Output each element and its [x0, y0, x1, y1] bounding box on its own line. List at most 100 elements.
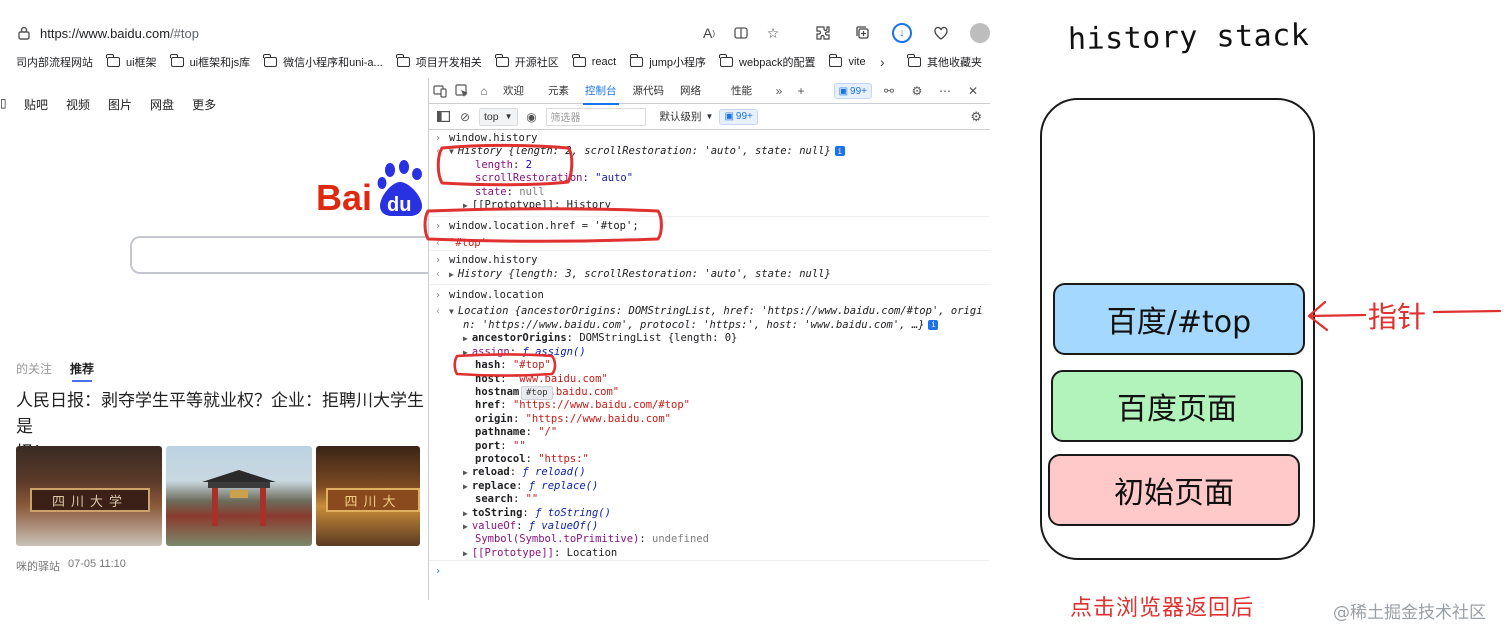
expanded-triangle-icon[interactable]: ▼ — [449, 147, 454, 157]
prop-key: assign — [471, 345, 510, 358]
context-select[interactable]: top▼ — [479, 107, 518, 126]
tab-sources[interactable]: 源代码 — [632, 85, 665, 97]
bookmark-folder[interactable]: ui框架和js库 — [169, 54, 250, 70]
levels-issues-badge[interactable]: ▣99+ — [719, 108, 758, 125]
console-prop[interactable]: ▶toString: ƒ toString() — [463, 506, 611, 519]
bookmark-folder[interactable]: webpack的配置 — [719, 54, 815, 70]
nav-item[interactable]: ▯ — [0, 96, 6, 110]
info-icon: i — [928, 319, 939, 330]
levels-dropdown[interactable]: 默认级别▼ — [660, 109, 714, 124]
console-result-line[interactable]: ‹▼History {length: 2, scrollRestoration:… — [429, 145, 990, 158]
console-text: n: 'https://www.baidu.com', protocol: 'h… — [463, 318, 925, 331]
live-expression-eye-icon[interactable]: ◉ — [526, 109, 537, 124]
collapsed-triangle-icon[interactable]: ▶ — [463, 201, 468, 211]
bookmark-folder[interactable]: ui框架 — [106, 54, 157, 70]
collapsed-triangle-icon[interactable]: ▶ — [463, 347, 468, 357]
console-prop[interactable]: ▶valueOf: ƒ valueOf() — [463, 519, 599, 532]
console-prop[interactable]: ▶assign: ƒ assign() — [463, 345, 586, 358]
tab-elements[interactable]: 元素 — [548, 85, 569, 97]
sidebar-toggle-icon[interactable] — [435, 104, 451, 130]
console-result-line[interactable]: ‹▼Location {ancestorOrigins: DOMStringLi… — [429, 302, 990, 318]
connect-icon[interactable]: ⚯ — [883, 84, 895, 98]
prop-key: state — [475, 185, 507, 198]
nav-item-netdisk[interactable]: 网盘 — [150, 98, 175, 112]
device-toggle-icon[interactable] — [429, 78, 451, 104]
add-tab-icon[interactable]: + — [797, 83, 805, 98]
bookmark-folder[interactable]: 开源社区 — [495, 54, 559, 70]
nav-item-tieba[interactable]: 贴吧 — [24, 98, 49, 112]
bookmark-folder[interactable]: react — [572, 54, 616, 68]
clear-console-icon[interactable]: ⊘ — [459, 109, 471, 124]
console-settings-gear-icon[interactable]: ⚙ — [970, 109, 982, 124]
nav-item-more[interactable]: 更多 — [192, 98, 217, 112]
console-text: History {length: 3, scrollRestoration: '… — [457, 267, 831, 280]
bookmark-item[interactable]: 司内部流程网站 — [16, 54, 93, 70]
close-icon[interactable]: ✕ — [967, 84, 979, 98]
collapsed-triangle-icon[interactable]: ▶ — [463, 548, 468, 558]
collapsed-triangle-icon[interactable]: ▶ — [449, 269, 454, 279]
profile-avatar[interactable] — [970, 23, 990, 43]
console-prop: length: 2 — [475, 158, 532, 171]
tab-welcome[interactable]: 欢迎 — [503, 85, 524, 97]
browser-health-icon[interactable] — [930, 22, 952, 44]
favorite-star-icon[interactable]: ☆ — [766, 24, 780, 41]
read-aloud-icon[interactable]: A) — [702, 25, 715, 41]
console-result-line[interactable]: ‹▶History {length: 3, scrollRestoration:… — [429, 268, 990, 284]
home-icon[interactable]: ⌂ — [480, 83, 488, 98]
collapsed-triangle-icon[interactable]: ▶ — [463, 481, 468, 491]
stack-card-initial: 初始页面 — [1048, 454, 1300, 526]
nav-item-images[interactable]: 图片 — [108, 98, 133, 112]
console-output[interactable]: ›window.history ‹▼History {length: 2, sc… — [429, 130, 990, 577]
console-prop[interactable]: ▶[[Prototype]]: History — [429, 199, 990, 212]
extensions-icon[interactable] — [812, 22, 834, 44]
settings-gear-icon[interactable]: ⚙ — [911, 84, 923, 98]
bookmark-folder[interactable]: 项目开发相关 — [396, 54, 482, 70]
console-prompt[interactable]: › — [429, 560, 990, 577]
tab-network[interactable]: 网络 — [680, 85, 701, 97]
collapsed-triangle-icon[interactable]: ▶ — [463, 468, 468, 478]
collections-icon[interactable] — [852, 22, 874, 44]
news-images[interactable]: 四川大学 四川大 — [16, 446, 420, 546]
split-screen-icon[interactable] — [731, 23, 751, 43]
more-tabs-icon[interactable]: » — [775, 83, 783, 98]
collapsed-triangle-icon[interactable]: ▶ — [463, 521, 468, 531]
bookmark-folder[interactable]: jump小程序 — [629, 54, 706, 70]
console-prop[interactable]: ▶ancestorOrigins: DOMStringList {length:… — [463, 332, 738, 345]
collapsed-triangle-icon[interactable]: ▶ — [463, 334, 468, 344]
news-image[interactable]: 四川大学 — [16, 446, 162, 546]
console-prop[interactable]: ▶[[Prototype]]: Location — [463, 546, 618, 559]
prop-key: [[Prototype]] — [471, 546, 555, 559]
address-bar[interactable]: https://www.baidu.com/#top A) ☆ — [0, 16, 795, 50]
console-prop[interactable]: ▶reload: ƒ reload() — [463, 466, 586, 479]
more-options-icon[interactable]: ⋯ — [939, 84, 951, 98]
expanded-triangle-icon[interactable]: ▼ — [449, 307, 454, 317]
tab-performance[interactable]: 性能 — [731, 85, 752, 97]
console-prop[interactable]: ▶replace: ƒ replace() — [463, 479, 599, 492]
prop-value: ƒ assign() — [522, 345, 586, 358]
bookmark-folder[interactable]: vite — [828, 54, 866, 68]
console-text: [[Prototype]]: History — [471, 199, 611, 212]
bookmarks-more-chevron-icon[interactable]: › — [880, 54, 885, 70]
issues-badge[interactable]: ▣99+ — [833, 83, 872, 99]
inspect-icon[interactable] — [451, 78, 473, 104]
filter-input[interactable]: 筛选器 — [545, 107, 646, 126]
url-text[interactable]: https://www.baidu.com/#top — [40, 26, 199, 41]
downloads-icon[interactable]: ↓ — [892, 23, 912, 43]
bookmark-other-folder[interactable]: 其他收藏夹 — [907, 50, 982, 74]
tab-recommend[interactable]: 推荐 — [70, 360, 94, 382]
news-source[interactable]: 咪的驿站 — [16, 561, 60, 573]
logo-du: du — [387, 194, 411, 216]
prop-key: scrollRestoration — [475, 172, 583, 185]
baidu-search-input[interactable] — [130, 236, 440, 274]
diagram-title: history stack — [1067, 17, 1310, 58]
console-input-line: ›window.history — [429, 132, 990, 145]
news-image[interactable]: 四川大 — [316, 446, 420, 546]
tab-follow[interactable]: 的关注 — [16, 362, 53, 376]
lock-icon[interactable] — [16, 25, 32, 41]
prop-key: href — [475, 399, 501, 412]
tab-console[interactable]: 控制台 — [577, 78, 625, 105]
bookmark-folder[interactable]: 微信小程序和uni-a... — [263, 54, 383, 70]
nav-item-video[interactable]: 视频 — [66, 98, 91, 112]
collapsed-triangle-icon[interactable]: ▶ — [463, 508, 468, 518]
news-image[interactable] — [166, 446, 312, 546]
